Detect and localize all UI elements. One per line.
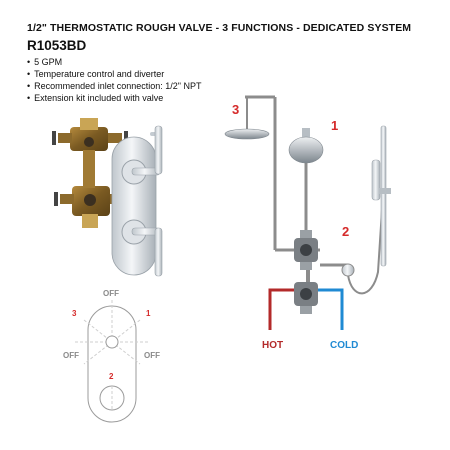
lever-handle [131,125,163,176]
lever-handle [131,227,163,277]
position-number: 1 [146,309,151,318]
outlet-number: 2 [342,224,350,239]
spec-item: Recommended inlet connection: 1/2" NPT [27,80,437,92]
outlet-number: 3 [232,102,240,117]
spec-item: Extension kit included with valve [27,92,437,104]
spec-item: Temperature control and diverter [27,68,437,80]
control-diagram [75,300,149,423]
trim-plate [111,132,158,276]
cold-label: COLD [330,340,359,351]
wall-elbow [341,263,355,277]
diverter-valve [294,230,318,270]
spec-list: 5 GPM Temperature control and diverter R… [27,56,437,104]
spec-item: 5 GPM [27,56,437,68]
cold-supply-line [318,288,344,330]
header: 1/2" THERMOSTATIC ROUGH VALVE - 3 FUNCTI… [27,22,437,104]
wall-showerhead [288,128,324,164]
outlet-number: 1 [331,118,339,133]
rain-showerhead [224,128,270,140]
off-label: OFF [103,289,119,298]
off-label: OFF [144,351,160,360]
model-number: R1053BD [27,38,87,53]
position-number: 3 [72,309,77,318]
hot-supply-line [268,288,294,330]
hot-label: HOT [262,340,284,351]
position-number: 2 [109,372,114,381]
thermostatic-valve [294,270,318,314]
shower-system-schematic [245,95,383,295]
product-title: 1/2" THERMOSTATIC ROUGH VALVE - 3 FUNCTI… [27,22,412,34]
off-label: OFF [63,351,79,360]
hand-shower-slide-bar [371,125,391,267]
